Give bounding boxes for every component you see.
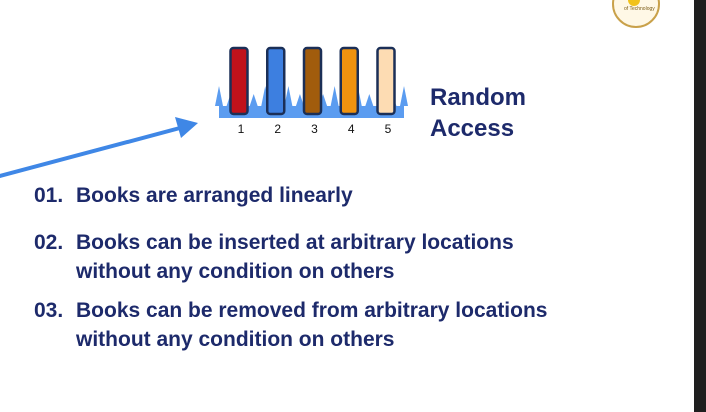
- slot-number: 3: [311, 122, 318, 136]
- book: [376, 46, 396, 116]
- pointer-arrow: [0, 117, 198, 178]
- shelf-spike: [330, 86, 339, 106]
- list-item: 01. Books are arranged linearly: [34, 181, 674, 210]
- item-line: without any condition on others: [76, 328, 395, 351]
- list-item: 02. Books can be inserted at arbitrary l…: [34, 228, 674, 286]
- arrow-head: [175, 117, 198, 138]
- item-number: 03.: [34, 299, 64, 322]
- shelf-spike: [295, 94, 304, 106]
- item-text: Books can be removed from arbitrary loca…: [76, 296, 674, 354]
- shelf-spike: [284, 86, 293, 106]
- book: [266, 46, 286, 116]
- label-line-2: Access: [430, 115, 515, 142]
- shelf-spike: [215, 86, 223, 106]
- book: [302, 46, 323, 116]
- item-text: Books are arranged linearly: [76, 181, 674, 210]
- item-line: Books can be removed from arbitrary loca…: [76, 299, 548, 322]
- arrow-line: [0, 126, 182, 178]
- item-number: 02.: [34, 231, 64, 254]
- shelf-spike: [365, 94, 374, 106]
- book: [229, 46, 249, 116]
- slot-number: 5: [385, 122, 392, 136]
- book: [339, 46, 359, 116]
- window-edge: [694, 0, 706, 412]
- shelf-spike: [400, 86, 408, 106]
- books: [229, 46, 396, 116]
- seal-text: of Technology: [624, 6, 655, 12]
- item-text: Books can be inserted at arbitrary locat…: [76, 228, 674, 286]
- shelf-spike: [249, 94, 258, 106]
- item-line: without any condition on others: [76, 260, 395, 283]
- item-number: 01.: [34, 184, 64, 207]
- random-access-label: Random Access: [430, 82, 526, 144]
- slot-labels: 1 2 3 4 5: [238, 122, 392, 136]
- list-item: 03. Books can be removed from arbitrary …: [34, 296, 674, 354]
- label-line-1: Random: [430, 84, 526, 111]
- slot-number: 1: [238, 122, 245, 136]
- slot-number: 2: [274, 122, 281, 136]
- slot-number: 4: [348, 122, 355, 136]
- item-line: Books are arranged linearly: [76, 184, 353, 207]
- item-line: Books can be inserted at arbitrary locat…: [76, 231, 514, 254]
